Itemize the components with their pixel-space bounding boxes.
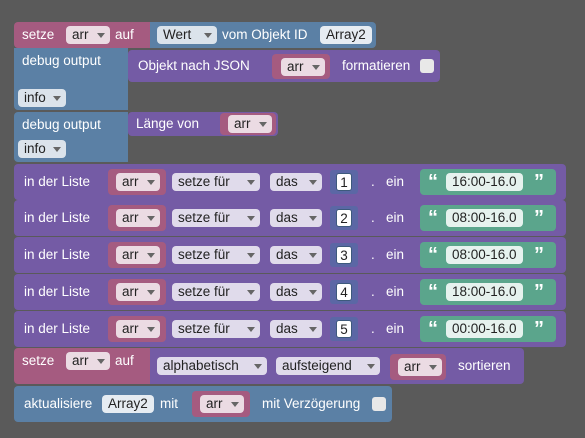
quote-close-icon: ” (534, 171, 544, 193)
update-var-dropdown[interactable]: arr (200, 395, 244, 413)
quote-close-icon: ” (534, 318, 544, 340)
list-mode-dropdown[interactable]: setze für (172, 246, 260, 264)
list-index-number[interactable]: 1 (336, 173, 352, 191)
list-prefix-label: in der Liste (24, 284, 91, 299)
list-mode-dropdown[interactable]: setze für (172, 173, 260, 191)
list-prefix-label: in der Liste (24, 321, 91, 336)
list-dot-label: . (371, 321, 375, 336)
list-mode-dropdown[interactable]: setze für (172, 209, 260, 227)
list-var-dropdown[interactable]: arr (116, 209, 160, 227)
object-id-field[interactable]: Array2 (320, 26, 372, 44)
debug-label-2: debug output (22, 117, 101, 132)
quote-open-icon: “ (428, 171, 438, 193)
update-object-field[interactable]: Array2 (102, 395, 154, 413)
list-prefix-label: in der Liste (24, 210, 91, 225)
list-var-dropdown[interactable]: arr (116, 283, 160, 301)
list-prefix-label: in der Liste (24, 174, 91, 189)
set-var-dropdown[interactable]: arr (66, 26, 110, 44)
sort-set-var-dropdown[interactable]: arr (66, 352, 110, 370)
sort-set-keyword: setze (22, 353, 55, 368)
json-var-dropdown[interactable]: arr (281, 58, 325, 76)
list-dot-label: . (371, 284, 375, 299)
list-where-dropdown[interactable]: das (270, 209, 322, 227)
list-dot-label: . (371, 210, 375, 225)
list-index-number[interactable]: 2 (336, 209, 352, 227)
list-in-label: ein (386, 174, 405, 189)
text-literal-field[interactable]: 00:00-16.0 (446, 320, 523, 338)
delay-checkbox[interactable] (372, 397, 386, 411)
list-index-number[interactable]: 3 (336, 246, 352, 264)
text-literal-field[interactable]: 08:00-16.0 (446, 209, 523, 227)
list-in-label: ein (386, 247, 405, 262)
list-var-dropdown[interactable]: arr (116, 320, 160, 338)
list-var-dropdown[interactable]: arr (116, 173, 160, 191)
sort-var-dropdown[interactable]: arr (398, 358, 442, 376)
quote-open-icon: “ (428, 281, 438, 303)
list-prefix-label: in der Liste (24, 247, 91, 262)
list-mode-dropdown[interactable]: setze für (172, 320, 260, 338)
list-in-label: ein (386, 284, 405, 299)
debug-level-dropdown-1[interactable]: info (18, 89, 66, 107)
debug-level-dropdown-2[interactable]: info (18, 140, 66, 158)
list-where-dropdown[interactable]: das (270, 283, 322, 301)
json-convert-label: Objekt nach JSON (138, 58, 250, 73)
text-literal-field[interactable]: 08:00-16.0 (446, 246, 523, 264)
debug-label-1: debug output (22, 53, 101, 68)
sort-label: sortieren (458, 358, 511, 373)
list-where-dropdown[interactable]: das (270, 173, 322, 191)
sort-type-dropdown[interactable]: alphabetisch (157, 357, 267, 375)
update-with-label: mit (160, 396, 178, 411)
set-keyword: setze (22, 27, 55, 42)
list-dot-label: . (371, 174, 375, 189)
quote-open-icon: “ (428, 207, 438, 229)
quote-open-icon: “ (428, 244, 438, 266)
list-var-dropdown[interactable]: arr (116, 246, 160, 264)
list-mode-dropdown[interactable]: setze für (172, 283, 260, 301)
length-var-dropdown[interactable]: arr (228, 115, 272, 133)
quote-close-icon: ” (534, 207, 544, 229)
list-in-label: ein (386, 321, 405, 336)
quote-close-icon: ” (534, 281, 544, 303)
update-label: aktualisiere (24, 396, 93, 411)
format-label: formatieren (342, 58, 411, 73)
quote-close-icon: ” (534, 244, 544, 266)
list-index-number[interactable]: 4 (336, 283, 352, 301)
format-checkbox[interactable] (420, 59, 434, 73)
sort-on-label: auf (115, 353, 134, 368)
list-where-dropdown[interactable]: das (270, 246, 322, 264)
set-on-label: auf (115, 27, 134, 42)
list-in-label: ein (386, 210, 405, 225)
text-literal-field[interactable]: 18:00-16.0 (446, 283, 523, 301)
list-index-number[interactable]: 5 (336, 320, 352, 338)
length-of-label: Länge von (136, 116, 200, 131)
value-type-dropdown[interactable]: Wert (157, 26, 217, 44)
list-where-dropdown[interactable]: das (270, 320, 322, 338)
quote-open-icon: “ (428, 318, 438, 340)
sort-order-dropdown[interactable]: aufsteigend (276, 357, 380, 375)
from-object-label: vom Objekt ID (222, 27, 308, 42)
text-literal-field[interactable]: 16:00-16.0 (446, 173, 523, 191)
list-dot-label: . (371, 247, 375, 262)
delay-label: mit Verzögerung (262, 396, 361, 411)
